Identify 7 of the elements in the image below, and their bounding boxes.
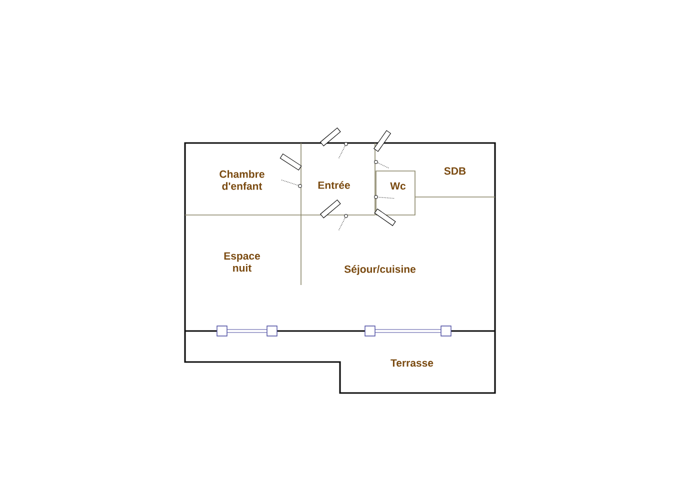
room-label: Chambre d'enfant [220,170,264,190]
room-label: Espace nuit [224,252,260,272]
room-label: SDB [444,167,466,175]
room-label: Terrasse [390,359,434,367]
room-label: Entrée [318,181,350,189]
room-label: Wc [390,182,406,190]
room-label: Séjour/cuisine [344,265,416,275]
